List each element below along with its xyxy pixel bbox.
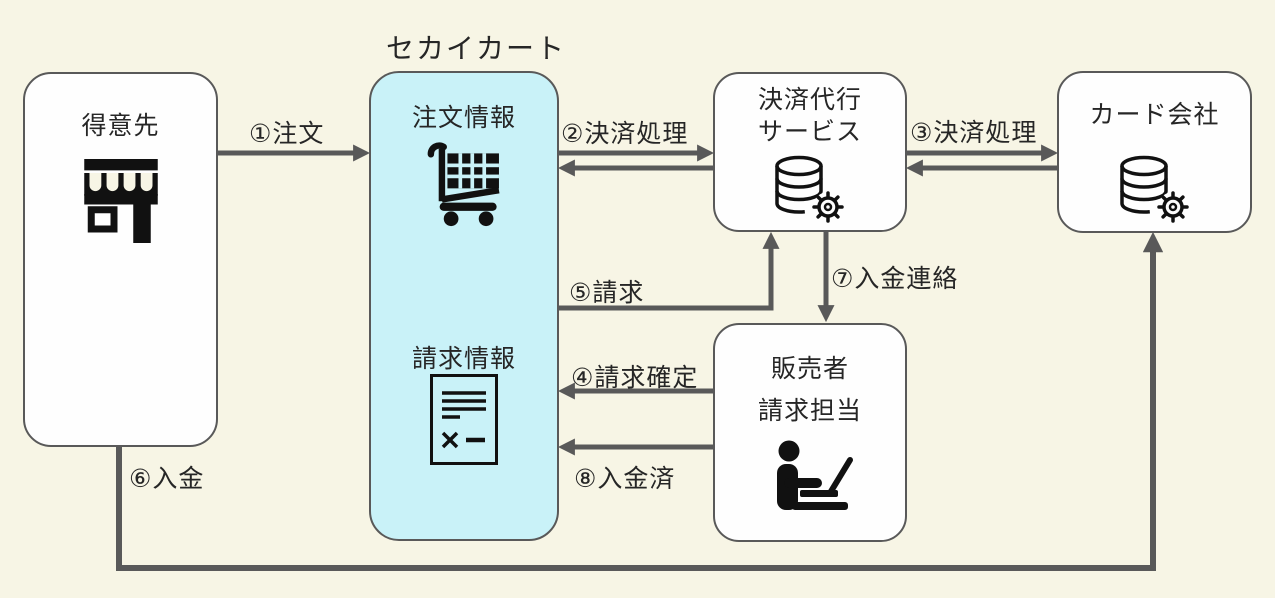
arrow-deposit-label: ⑥入金 [129, 464, 205, 493]
seller-box: 販売者 請求担当 [713, 323, 907, 542]
arrow-deposit-done-label: ⑧入金済 [574, 464, 676, 493]
person-laptop-icon [764, 440, 856, 515]
arrow-payment1-label: ②決済処理 [561, 119, 689, 148]
arrow-payment2-label: ③決済処理 [910, 118, 1038, 147]
billing-info-label: 請求情報 [411, 344, 516, 373]
seller-label-line1: 販売者 [770, 354, 849, 383]
payment-service-box: 決済代行 サービス [713, 72, 907, 232]
diagram-title: セカイカート [386, 32, 567, 65]
arrow-billing-label: ⑤請求 [569, 278, 645, 307]
arrow-billing-confirm-label: ④請求確定 [571, 363, 699, 392]
database-gear-icon [1115, 155, 1195, 225]
customer-label: 得意先 [81, 111, 160, 140]
sekai-cart-box: 注文情報 請求情報 [369, 71, 559, 541]
invoice-icon [430, 374, 498, 465]
arrow-deposit-notice-label: ⑦入金連絡 [831, 264, 959, 293]
customer-box: 得意先 [23, 72, 218, 447]
seller-label-line2: 請求担当 [757, 396, 862, 425]
database-gear-icon [770, 155, 850, 225]
order-info-label: 注文情報 [411, 103, 516, 132]
card-company-box: カード会社 [1057, 71, 1252, 233]
arrow-order-label: ①注文 [249, 119, 325, 148]
payment-service-label: 決済代行 サービス [757, 85, 862, 146]
storefront-icon [77, 159, 165, 243]
card-company-label: カード会社 [1089, 100, 1220, 129]
shopping-cart-icon [422, 135, 506, 227]
